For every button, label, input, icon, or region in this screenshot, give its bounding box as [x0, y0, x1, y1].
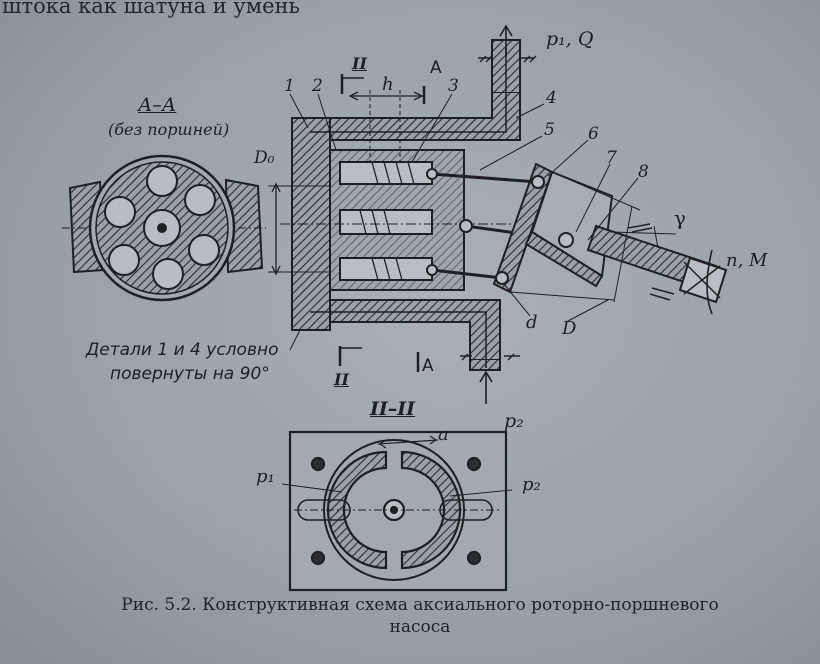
- label-h: h: [382, 74, 394, 95]
- section-mark-a-bottom: A: [422, 356, 434, 376]
- label-n-m: n, M: [726, 250, 768, 271]
- part-number-8: 8: [638, 162, 649, 182]
- label-a: a: [438, 424, 449, 445]
- part-number-7: 7: [606, 148, 617, 168]
- section-ii-title: II–II: [370, 398, 416, 420]
- label-d0: D₀: [254, 148, 275, 168]
- part-number-2: 2: [312, 76, 323, 96]
- note-line-2: повернуты на 90°: [110, 364, 270, 384]
- section-mark-ii-top: II: [352, 54, 367, 73]
- label-p2-inlet: p₂: [504, 410, 524, 432]
- label-p1-q: p₁, Q: [546, 28, 594, 50]
- part-number-1: 1: [284, 76, 295, 96]
- part-number-6: 6: [588, 124, 599, 144]
- main-section-view: [268, 24, 728, 404]
- section-mark-a-top: A: [430, 58, 442, 78]
- caption-line-2: насоса: [389, 617, 451, 637]
- caption-line-1: Рис. 5.2. Конструктивная схема аксиально…: [121, 595, 719, 615]
- part-number-5: 5: [544, 120, 555, 140]
- section-mark-ii-bottom: II: [334, 370, 349, 389]
- note-line-1: Детали 1 и 4 условно: [86, 340, 279, 360]
- part-number-4: 4: [546, 88, 557, 108]
- section-aa-title: А–А: [138, 94, 177, 116]
- label-p1-port: p₁: [256, 466, 275, 487]
- section-ii-view: [281, 430, 513, 592]
- section-aa-view: [62, 154, 266, 302]
- top-text-fragment: штока как шатуна и умень: [2, 0, 300, 18]
- part-number-3: 3: [448, 76, 459, 96]
- label-d-big: D: [562, 318, 577, 339]
- figure-caption: Рис. 5.2. Конструктивная схема аксиально…: [40, 594, 800, 638]
- label-d-small: d: [526, 312, 538, 333]
- section-aa-subtitle: (без поршней): [108, 120, 230, 139]
- label-p2-port: p₂: [522, 474, 541, 495]
- label-gamma: γ: [674, 206, 686, 230]
